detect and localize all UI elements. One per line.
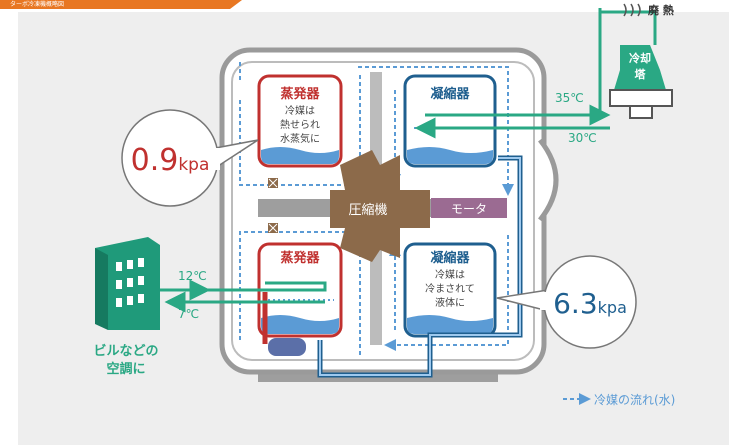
condenser-top-title: 凝縮器 — [430, 86, 470, 102]
evaporator-bottom-title: 蒸発器 — [280, 250, 320, 266]
chilled-water-loop — [160, 279, 327, 313]
pressure-low-value: 0.9 — [131, 143, 179, 178]
compressor-label: 圧縮機 — [348, 202, 387, 218]
temp-chilled-out: 12℃ — [178, 269, 207, 283]
condenser-bottom-line3: 液体に — [435, 296, 465, 309]
condenser-bottom: 凝縮器 冷媒は 冷まされて 液体に — [403, 242, 497, 338]
cooling-tower: 冷却 塔 廃 熱 — [609, 3, 674, 119]
evaporator-top-line1: 冷媒は — [285, 104, 315, 117]
condenser-top: 凝縮器 — [403, 74, 497, 168]
cooling-tower-line1: 冷却 — [629, 51, 651, 65]
pressure-low-text: 0.9kpa — [131, 143, 210, 178]
building-label-line2: 空調に — [106, 361, 145, 377]
refrigerant-flow — [239, 62, 514, 355]
header-title: ターボ冷凍機概略図 — [10, 0, 64, 8]
motor-label: モータ — [451, 202, 487, 216]
condenser-bottom-title: 凝縮器 — [430, 250, 470, 266]
expansion-valves — [268, 178, 278, 233]
exhaust-heat-label: 廃 熱 — [648, 3, 674, 17]
evaporator-top-line3: 水蒸気に — [280, 132, 320, 145]
pressure-low-unit: kpa — [178, 155, 209, 175]
building-icon — [95, 237, 160, 330]
legend: 冷媒の流れ(水) — [563, 393, 675, 407]
motor: モータ — [431, 198, 507, 218]
pressure-callout-low: 0.9kpa — [121, 109, 259, 207]
building-label-line1: ビルなどの — [93, 343, 158, 359]
pressure-high-text: 6.3kpa — [553, 287, 627, 320]
temp-in-cool: 30℃ — [568, 131, 597, 145]
compressor: 圧縮機 — [330, 150, 430, 262]
pressure-callout-high: 6.3kpa — [496, 255, 637, 349]
condenser-bottom-line1: 冷媒は — [435, 268, 465, 281]
header-tab: ターボ冷凍機概略図 — [0, 0, 242, 9]
temp-out-hot: 35℃ — [555, 91, 584, 105]
evaporator-top: 蒸発器 冷媒は 熱せられ 水蒸気に — [257, 74, 343, 168]
heat-waves-icon — [623, 3, 641, 17]
evaporator-top-line2: 熱せられ — [280, 118, 320, 131]
pressure-high-value: 6.3 — [553, 287, 598, 320]
condenser-bottom-line2: 冷まされて — [425, 282, 475, 295]
evaporator-top-title: 蒸発器 — [280, 86, 320, 102]
temp-chilled-in: 7℃ — [178, 307, 199, 321]
legend-label: 冷媒の流れ(水) — [594, 393, 675, 407]
pressure-high-unit: kpa — [598, 298, 627, 317]
cooling-tower-line2: 塔 — [635, 67, 647, 81]
